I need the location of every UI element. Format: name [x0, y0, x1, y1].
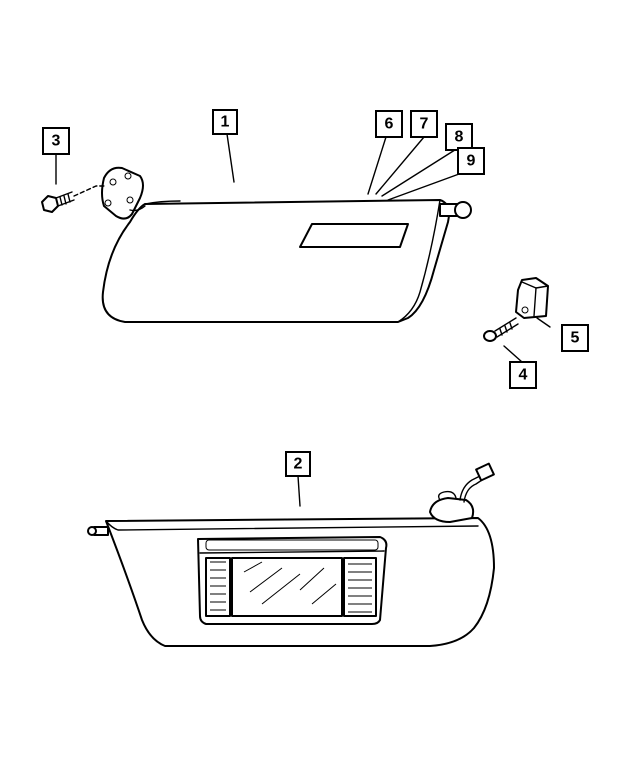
retaining-clip-part-5 [515, 277, 549, 319]
sun-visor-lower-illuminated [87, 462, 495, 647]
callout-8: 8 [445, 123, 473, 151]
screw-part-4 [483, 317, 519, 342]
vanity-lamp-right [343, 557, 377, 617]
visor-mounting-bracket [101, 166, 146, 220]
vanity-lamp-left [205, 557, 231, 617]
callout-9-label: 9 [467, 153, 476, 170]
callout-3: 3 [42, 127, 70, 155]
pivot-rod-end [439, 201, 472, 219]
sun-visor-upper [101, 199, 472, 323]
callout-6: 6 [375, 110, 403, 138]
callout-2-label: 2 [294, 456, 303, 473]
callout-4: 4 [509, 361, 537, 389]
callout-4-label: 4 [519, 367, 528, 384]
leader-lines [55, 133, 551, 507]
callout-3-label: 3 [52, 133, 61, 150]
callout-8-label: 8 [455, 129, 464, 146]
callout-1: 1 [212, 109, 238, 135]
visor-pivot-mount-wire [429, 462, 495, 523]
pivot-rod-end-lower [87, 526, 109, 536]
visor-label-plate [299, 223, 409, 248]
callout-6-label: 6 [385, 116, 394, 133]
wire-connector [475, 462, 495, 482]
callout-5-label: 5 [571, 330, 580, 347]
callout-5: 5 [561, 324, 589, 352]
vanity-mirror-glass [231, 557, 343, 617]
callout-7: 7 [410, 110, 438, 138]
callout-9: 9 [457, 147, 485, 175]
callout-7-label: 7 [420, 116, 429, 133]
callout-1-label: 1 [221, 114, 230, 131]
screw-part-3 [41, 185, 105, 213]
callout-2: 2 [285, 451, 311, 477]
